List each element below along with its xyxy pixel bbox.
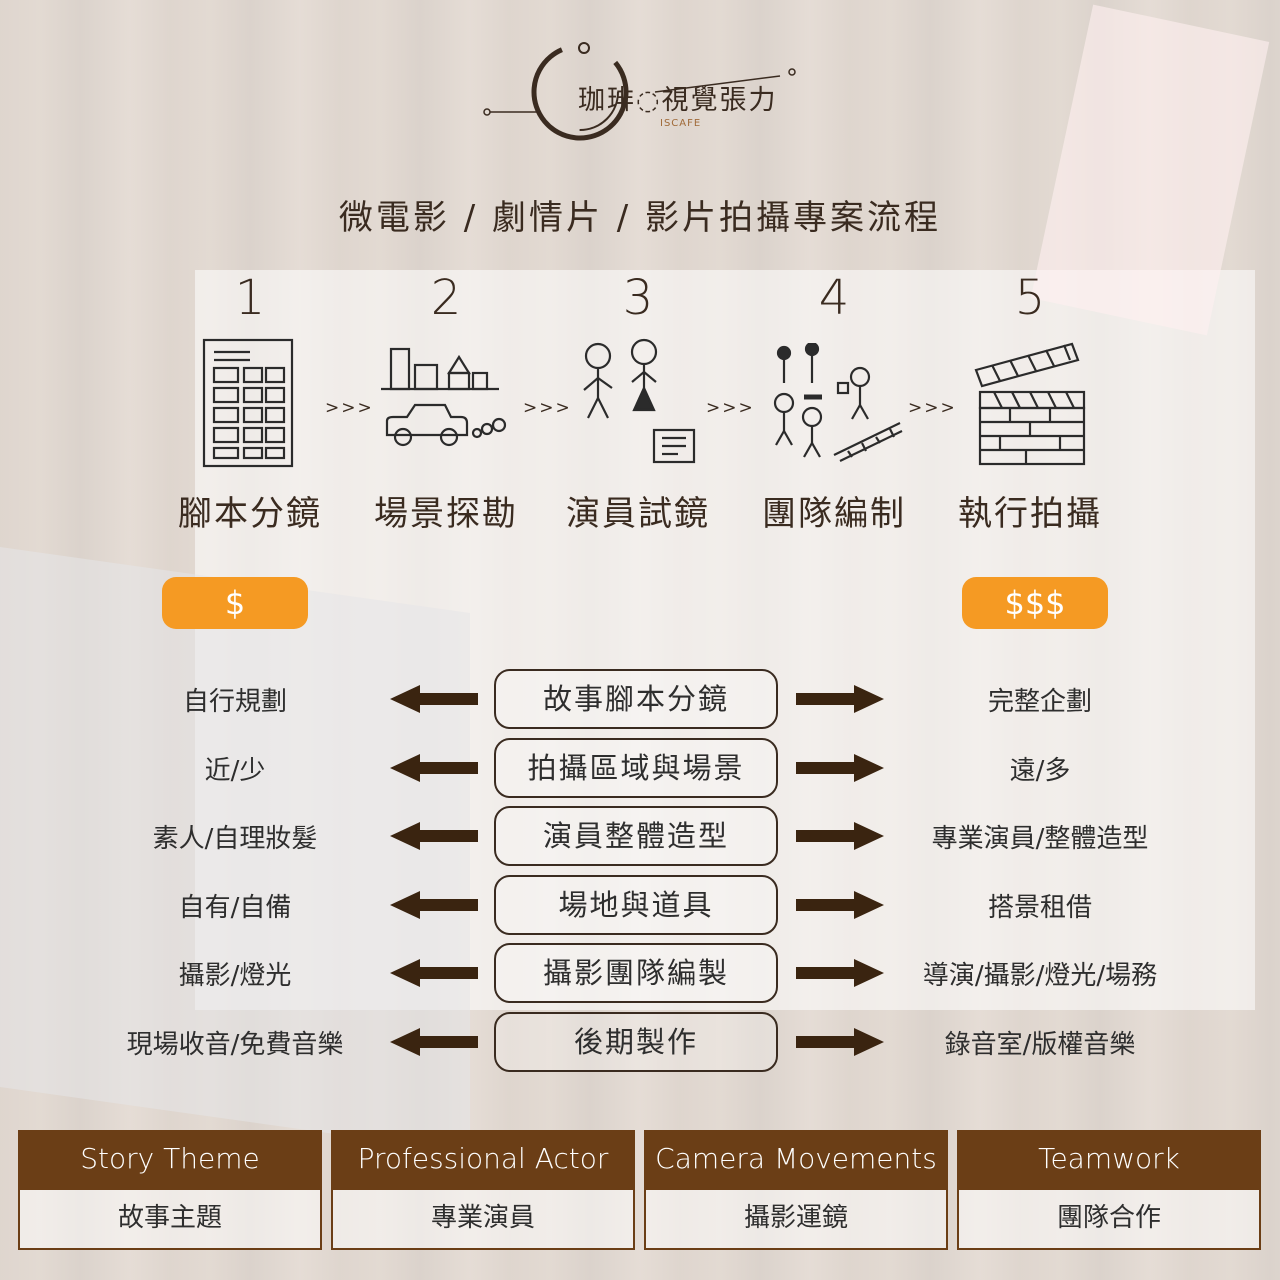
clapperboard-icon (930, 328, 1130, 478)
high-budget-option: 搭景租借 (987, 893, 1092, 923)
film-crew-icon (734, 328, 934, 478)
low-budget-option: 現場收音/免費音樂 (126, 1030, 344, 1060)
actors-audition-icon (538, 328, 738, 478)
low-budget-option: 近/少 (204, 756, 266, 786)
chevron-arrows: >>> (325, 398, 374, 418)
step-number: 2 (430, 270, 462, 326)
low-budget-option: 攝影/燈光 (178, 961, 292, 991)
comparison-row: 自有/自備 場地與道具 搭景租借 (0, 875, 1280, 935)
arrow-right-icon (796, 685, 884, 713)
step-number: 3 (622, 270, 654, 326)
card-title: Camera Movements (644, 1130, 948, 1190)
low-budget-option: 自有/自備 (178, 893, 292, 923)
process-item: 演員整體造型 (494, 806, 778, 866)
process-item: 故事腳本分鏡 (494, 669, 778, 729)
high-budget-option: 遠/多 (1009, 756, 1071, 786)
high-budget-option: 錄音室/版權音樂 (944, 1030, 1136, 1060)
card-title: Teamwork (957, 1130, 1261, 1190)
logo-subtext: ISCAFE (660, 118, 702, 129)
arrow-right-icon (796, 754, 884, 782)
high-budget-option: 完整企劃 (987, 687, 1092, 717)
step-4: 4 團隊編制 (734, 268, 934, 535)
arrow-left-icon (390, 685, 478, 713)
arrow-right-icon (796, 822, 884, 850)
high-budget-option: 專業演員/整體造型 (931, 824, 1149, 854)
step-name: 團隊編制 (762, 494, 906, 534)
arrow-left-icon (390, 959, 478, 987)
card-subtitle: 攝影運鏡 (644, 1190, 948, 1250)
card-camera-movements: Camera Movements 攝影運鏡 (644, 1130, 948, 1250)
low-budget-option: 素人/自理妝髮 (152, 824, 318, 854)
comparison-row: 自行規劃 故事腳本分鏡 完整企劃 (0, 669, 1280, 729)
comparison-row: 現場收音/免費音樂 後期製作 錄音室/版權音樂 (0, 1012, 1280, 1072)
step-number: 4 (818, 270, 850, 326)
page-title: 微電影 / 劇情片 / 影片拍攝專案流程 (338, 198, 942, 238)
step-1: 1 腳本分鏡 (150, 268, 350, 535)
comparison-row: 攝影/燈光 攝影團隊編製 導演/攝影/燈光/場務 (0, 943, 1280, 1003)
chevron-arrows: >>> (908, 398, 957, 418)
arrow-right-icon (796, 959, 884, 987)
comparison-row: 素人/自理妝髮 演員整體造型 專業演員/整體造型 (0, 806, 1280, 866)
card-title: Professional Actor (331, 1130, 635, 1190)
logo-graphic (483, 42, 796, 141)
low-budget-option: 自行規劃 (182, 687, 287, 717)
card-story-theme: Story Theme 故事主題 (18, 1130, 322, 1250)
arrow-right-icon (796, 1028, 884, 1056)
step-number: 5 (1014, 270, 1046, 326)
arrow-left-icon (390, 891, 478, 919)
step-5: 5 執行拍攝 (930, 268, 1130, 535)
process-item: 後期製作 (494, 1012, 778, 1072)
arrow-left-icon (390, 822, 478, 850)
location-car-icon (346, 328, 546, 478)
step-name: 腳本分鏡 (178, 494, 322, 534)
card-subtitle: 專業演員 (331, 1190, 635, 1250)
low-cost-badge: $ (162, 577, 308, 629)
card-subtitle: 故事主題 (18, 1190, 322, 1250)
arrow-left-icon (390, 754, 478, 782)
card-subtitle: 團隊合作 (957, 1190, 1261, 1250)
logo-text: 珈琲◌視覺張力 (578, 85, 778, 116)
high-budget-option: 導演/攝影/燈光/場務 (922, 961, 1158, 991)
step-3: 3 演員試鏡 (538, 268, 738, 535)
step-name: 場景探勘 (374, 494, 518, 534)
step-number: 1 (234, 270, 266, 326)
chevron-arrows: >>> (523, 398, 572, 418)
process-item: 拍攝區域與場景 (494, 738, 778, 798)
storyboard-icon (150, 328, 350, 478)
card-teamwork: Teamwork 團隊合作 (957, 1130, 1261, 1250)
step-2: 2 場景探勘 (346, 268, 546, 535)
comparison-row: 近/少 拍攝區域與場景 遠/多 (0, 738, 1280, 798)
arrow-left-icon (390, 1028, 478, 1056)
card-professional-actor: Professional Actor 專業演員 (331, 1130, 635, 1250)
step-name: 演員試鏡 (566, 494, 710, 534)
high-cost-badge: $$$ (962, 577, 1108, 629)
card-title: Story Theme (18, 1130, 322, 1190)
process-item: 攝影團隊編製 (494, 943, 778, 1003)
arrow-right-icon (796, 891, 884, 919)
process-item: 場地與道具 (494, 875, 778, 935)
chevron-arrows: >>> (706, 398, 755, 418)
step-name: 執行拍攝 (958, 494, 1102, 534)
